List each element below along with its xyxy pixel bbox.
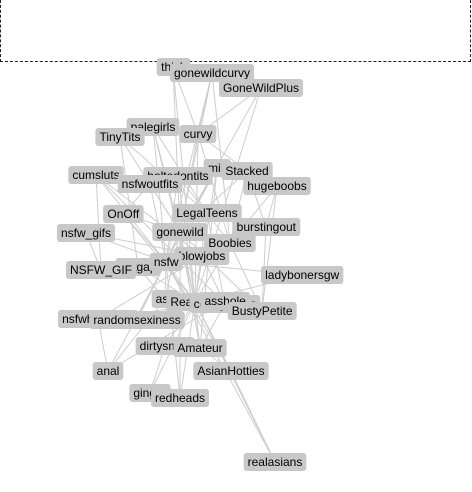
node-BustyPetite[interactable]: BustyPetite xyxy=(227,302,297,320)
node-label: NSFW_GIF xyxy=(70,263,132,277)
node-box xyxy=(193,362,269,380)
edge-cumsluts-NSFW_GIF xyxy=(95,174,102,271)
selection-box xyxy=(0,0,471,62)
node-label: redheads xyxy=(155,391,205,405)
node-box xyxy=(68,166,124,184)
node-blowjobs[interactable]: blowjobs xyxy=(174,247,230,265)
node-label: realasians xyxy=(248,455,303,469)
node-LegalTeens[interactable]: LegalTeens xyxy=(172,204,242,222)
node-box xyxy=(117,175,183,193)
node-label: nsfw xyxy=(154,255,179,269)
node-label: Stacked xyxy=(225,164,268,178)
node-box xyxy=(227,302,297,320)
node-curvy[interactable]: curvy xyxy=(179,125,217,143)
node-cumsluts[interactable]: cumsluts xyxy=(68,166,124,184)
node-ladybonersgw[interactable]: ladybonersgw xyxy=(260,266,344,284)
edge-GoneWildPlus-RealGirls xyxy=(194,87,262,303)
node-box xyxy=(260,266,344,284)
node-Stacked[interactable]: Stacked xyxy=(221,162,273,180)
node-realasians[interactable]: realasians xyxy=(243,453,307,471)
edge-blowjobs-nsfwhardcore xyxy=(97,255,203,320)
node-label: BustyPetite xyxy=(232,304,293,318)
node-label: gonewildcurvy xyxy=(174,66,250,80)
node-NSFW_GIF[interactable]: NSFW_GIF xyxy=(66,261,136,279)
edge-cumsluts-blowjobs xyxy=(95,174,203,257)
node-label: GoneWildPlus xyxy=(223,81,299,95)
node-burstingout[interactable]: burstingout xyxy=(232,218,301,236)
node-label: LegalTeens xyxy=(176,206,237,220)
node-label: cumsluts xyxy=(72,168,119,182)
node-box xyxy=(173,339,227,357)
node-box xyxy=(150,389,210,407)
node-box xyxy=(221,162,273,180)
edge-realasians-RealGirls xyxy=(194,301,276,463)
nodes-layer: thickgonewildcurvyGoneWildPluspalegirlsT… xyxy=(56,58,344,471)
node-box xyxy=(169,64,255,82)
node-TinyTits[interactable]: TinyTits xyxy=(95,128,145,146)
node-box xyxy=(232,218,301,236)
node-label: burstingout xyxy=(237,220,297,234)
node-label: ladybonersgw xyxy=(265,268,339,282)
node-hugeboobs[interactable]: hugeboobs xyxy=(243,177,311,195)
node-AsianHotties[interactable]: AsianHotties xyxy=(193,362,269,380)
node-box xyxy=(56,224,116,242)
node-box xyxy=(95,128,145,146)
node-OnOff[interactable]: OnOff xyxy=(103,205,144,223)
node-Amateur[interactable]: Amateur xyxy=(173,339,227,357)
node-gonewildcurvy[interactable]: gonewildcurvy xyxy=(169,64,255,82)
node-label: blowjobs xyxy=(179,249,226,263)
node-GoneWildPlus[interactable]: GoneWildPlus xyxy=(218,79,304,97)
node-label: gonewild xyxy=(156,225,203,239)
edge-palegirls-nsfw xyxy=(152,126,167,263)
node-box xyxy=(152,223,208,241)
node-box xyxy=(172,204,242,222)
node-label: TinyTits xyxy=(99,130,140,144)
node-box xyxy=(149,253,183,271)
node-label: OnOff xyxy=(107,207,139,221)
node-label: anal xyxy=(97,364,120,378)
node-nsfw_gifs[interactable]: nsfw_gifs xyxy=(56,224,116,242)
node-box xyxy=(66,261,136,279)
node-label: Boobies xyxy=(208,236,251,250)
node-label: nsfwoutfits xyxy=(122,177,179,191)
node-nsfwoutfits[interactable]: nsfwoutfits xyxy=(117,175,183,193)
node-box xyxy=(103,205,144,223)
edge-TinyTits-datgap xyxy=(119,136,139,268)
edge-redheads-nsfw xyxy=(165,261,181,399)
edge-ass-anal xyxy=(107,298,166,372)
node-nsfw[interactable]: nsfw xyxy=(149,253,183,271)
node-redheads[interactable]: redheads xyxy=(150,389,210,407)
node-box xyxy=(92,362,124,380)
node-label: hugeboobs xyxy=(247,179,306,193)
node-label: Amateur xyxy=(177,341,222,355)
node-gonewild[interactable]: gonewild xyxy=(152,223,208,241)
edge-hugeboobs-BustyPetite xyxy=(261,185,278,312)
node-box xyxy=(243,177,311,195)
node-box xyxy=(174,247,230,265)
node-box xyxy=(179,125,217,143)
node-label: AsianHotties xyxy=(197,364,264,378)
node-box xyxy=(218,79,304,97)
node-label: nsfw_gifs xyxy=(61,226,111,240)
node-label: curvy xyxy=(184,127,213,141)
node-anal[interactable]: anal xyxy=(92,362,124,380)
node-box xyxy=(243,453,307,471)
node-box xyxy=(89,311,185,329)
node-randomsexiness[interactable]: randomsexiness xyxy=(89,311,185,329)
node-label: randomsexiness xyxy=(93,313,180,327)
